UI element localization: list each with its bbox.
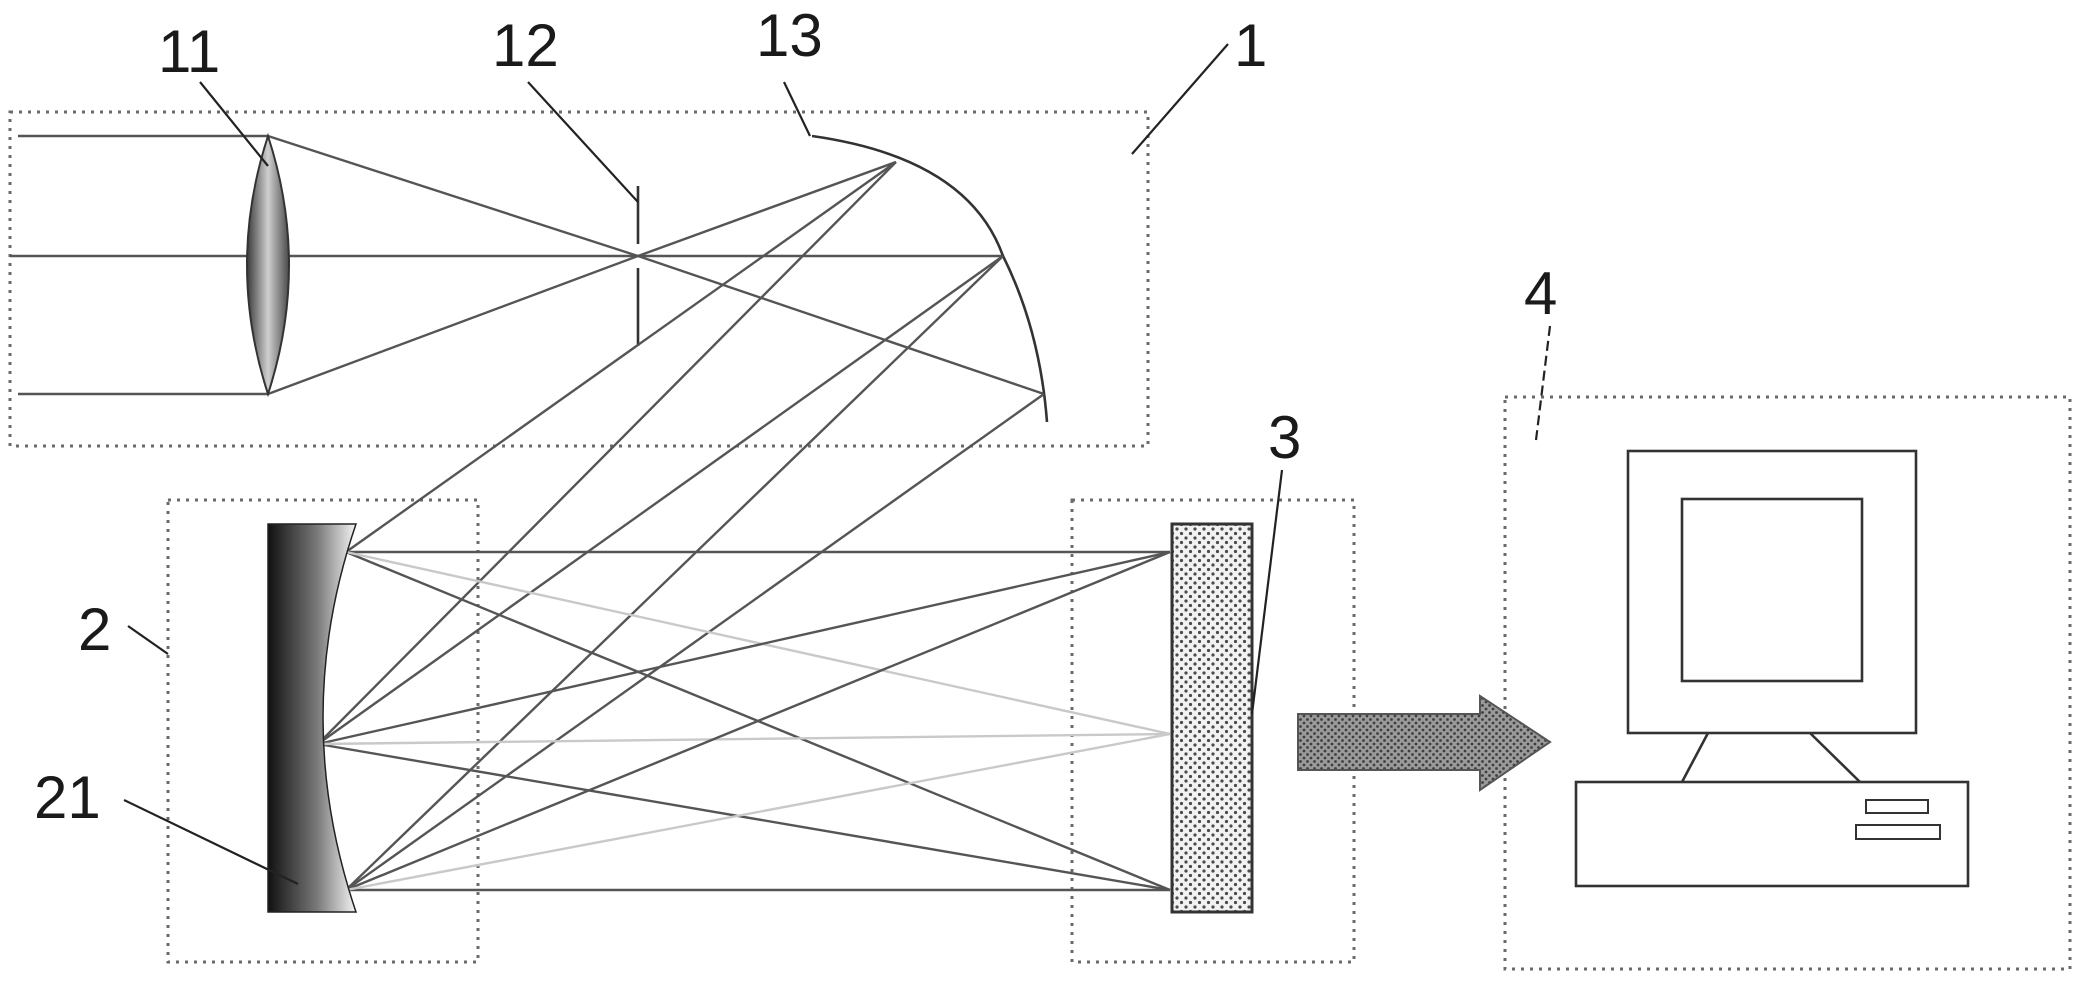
monitor-icon [1628, 451, 1916, 782]
dispersed-rays [318, 552, 1170, 890]
label-reflector: 21 [34, 764, 101, 831]
label-detector: 3 [1268, 404, 1301, 471]
computer-base-icon [1576, 782, 1968, 886]
label-curved-mirror: 13 [756, 2, 823, 69]
lens-icon [247, 136, 289, 394]
detector-plate-icon [1172, 524, 1252, 912]
label-lens: 11 [158, 18, 220, 85]
computer [1576, 451, 1968, 886]
label-aperture: 12 [492, 12, 559, 79]
input-rays [10, 136, 1003, 394]
label-reflector-unit: 2 [78, 596, 111, 663]
label-computer: 4 [1524, 260, 1557, 327]
arrow-right-icon [1298, 696, 1550, 790]
slit-rays [268, 136, 1044, 394]
label-optical-system: 1 [1234, 12, 1267, 79]
